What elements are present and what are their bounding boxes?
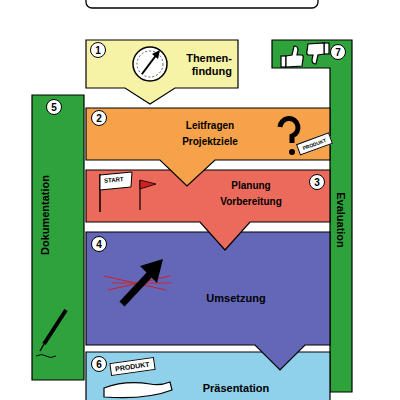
pen-icon [40, 344, 44, 351]
phase-box: 2LeitfragenProjektziele [86, 108, 330, 160]
phase-box [86, 352, 330, 400]
phase-title: Leitfragen [160, 120, 260, 132]
top-frame [86, 0, 318, 8]
phase-title: Themen- findung [170, 52, 232, 78]
pen-icon [36, 355, 56, 358]
callout-number: 7 [330, 44, 346, 60]
arrow-icon [104, 259, 172, 304]
compass-icon [142, 54, 157, 74]
compass-icon [137, 51, 163, 77]
green-band [32, 40, 352, 392]
thumbs-icon [286, 46, 303, 67]
question-mark-icon [280, 119, 298, 143]
phase-title: Planung [201, 180, 301, 192]
thumbs-icon [281, 43, 329, 67]
product-icon [104, 382, 172, 398]
question-mark-icon [280, 119, 298, 155]
phase-box: 7Evaluation [272, 40, 352, 392]
callout-number: 6 [91, 356, 107, 372]
start-flag-icon [140, 180, 156, 189]
phase-box [86, 40, 238, 104]
question-mark-icon [289, 149, 295, 155]
phase-box [86, 170, 330, 250]
arrow-icon [140, 259, 163, 283]
phase-title: Vorbereitung [201, 196, 301, 208]
compass-icon [152, 50, 160, 59]
phase-box: 5Dokumentation [32, 95, 84, 380]
phase-title: Projektziele [160, 136, 260, 148]
pen-icon [36, 310, 66, 358]
pen-icon [44, 310, 66, 344]
start-flag-icon [100, 172, 156, 212]
phase-box: 4Umsetzung [86, 232, 330, 345]
phase-box: 1Themen- findung [86, 40, 238, 88]
thumbs-icon [307, 43, 324, 64]
green-band [32, 95, 84, 380]
product-icon [104, 382, 172, 398]
phase-box [86, 232, 330, 370]
phase-box: 6Präsentation [86, 352, 330, 400]
callout-number: 3 [309, 174, 325, 190]
arrow-icon [122, 272, 152, 304]
compass-icon [133, 47, 167, 81]
callout-number: 2 [91, 110, 107, 126]
compass-icon [133, 47, 167, 81]
callout-number: 4 [91, 236, 107, 252]
callout-number: 1 [90, 42, 106, 58]
phase-title: Dokumentation [39, 175, 51, 255]
start-flag-icon [100, 172, 132, 190]
thumbs-icon [281, 56, 286, 67]
phase-title: Präsentation [176, 382, 296, 395]
thumbs-icon [324, 43, 329, 54]
phase-title: Evaluation [335, 192, 347, 248]
callout-number: 5 [46, 99, 62, 115]
phase-title: Umsetzung [176, 292, 296, 305]
top-frame [86, 0, 318, 8]
phase-box [86, 40, 330, 400]
